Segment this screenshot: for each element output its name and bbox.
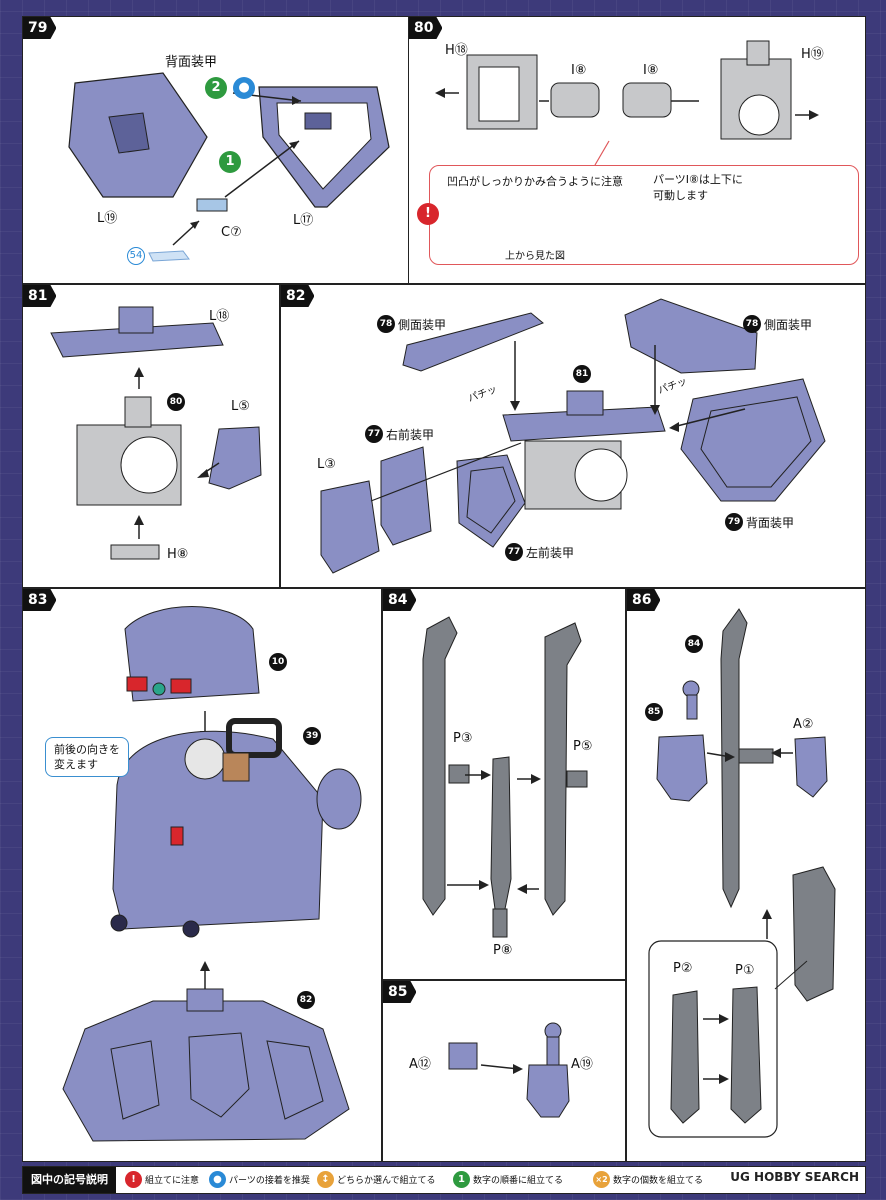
part-l5: L⑤: [231, 399, 250, 414]
part-l3: L③: [317, 457, 336, 472]
label-side-armor-b: 78 側面装甲: [743, 315, 812, 333]
part-a12: A⑫: [409, 1057, 431, 1072]
orientation-note-bubble: 前後の向きを 変えます: [45, 737, 129, 777]
part-54: 54: [127, 247, 145, 265]
label-back-armor: 79 背面装甲: [725, 513, 794, 531]
quantity-icon: ×2: [593, 1171, 610, 1188]
choice-icon: ↕: [317, 1171, 334, 1188]
step-number: 80: [409, 17, 443, 39]
step-85-panel: 85 A⑫ A⑲: [382, 980, 626, 1162]
step-number: 81: [23, 285, 57, 307]
order-mark-1: 1: [219, 151, 241, 173]
order-mark-2: 2: [205, 77, 227, 99]
ref-step-78: 78: [743, 315, 761, 333]
ref-step-82: 82: [297, 991, 315, 1009]
step-number: 79: [23, 17, 57, 39]
movable-text-2: 可動します: [653, 189, 708, 202]
step-83-illustration: [62, 606, 362, 1142]
ref-step-85: 85: [645, 703, 663, 721]
ref-step-10: 10: [269, 653, 287, 671]
bubble-line-1: 前後の向きを: [54, 743, 120, 756]
caution-callout: [429, 165, 859, 265]
label-side-armor-a: 78 側面装甲: [377, 315, 446, 333]
part-l17: L⑰: [293, 213, 314, 228]
step-86-illustration: [648, 608, 836, 1138]
part-l18: L⑱: [209, 309, 230, 324]
caution-icon: !: [125, 1171, 142, 1188]
watermark: UG HOBBY SEARCH: [730, 1170, 859, 1184]
ref-step-81: 81: [573, 365, 591, 383]
ref-step-39: 39: [303, 727, 321, 745]
step-84-panel: 84 P③ P⑤ P⑧: [382, 588, 626, 980]
label-back-armor: 背面装甲: [165, 55, 218, 70]
part-h19: H⑲: [801, 47, 824, 62]
ref-step-77: 77: [365, 425, 383, 443]
legend-item-quantity: ×2 数字の個数を組立てる: [593, 1171, 703, 1188]
step-79-illustration: [68, 72, 390, 262]
step-83-panel: 83 10 39 前後の向きを 変え: [22, 588, 382, 1162]
step-81-illustration: [50, 306, 262, 560]
step-number: 84: [383, 589, 417, 611]
step-79-panel: 79 背面装甲 2 ● 1 L⑲ L⑰ C⑦ 54: [22, 16, 410, 284]
part-h8: H⑧: [167, 547, 189, 562]
label-right-front-armor: 77 右前装甲: [365, 425, 434, 443]
caution-icon: !: [417, 203, 439, 225]
step-84-illustration: [422, 616, 588, 938]
part-p5: P⑤: [573, 739, 593, 754]
movable-text-1: パーツI⑧は上下に: [653, 173, 743, 186]
step-86-panel: 86 84 85 A② P② P①: [626, 588, 866, 1162]
legend-item-caution: ! 組立てに注意: [125, 1171, 199, 1188]
legend-item-choose: ↕ どちらか選んで組立てる: [317, 1171, 436, 1188]
label-left-front-armor: 77 左前装甲: [505, 543, 574, 561]
legend-item-order: 1 数字の順番に組立てる: [453, 1171, 563, 1188]
step-number: 82: [281, 285, 315, 307]
part-p3: P③: [453, 731, 473, 746]
part-p8: P⑧: [493, 943, 513, 958]
part-h18: H⑱: [445, 43, 468, 58]
step-82-illustration: [320, 298, 826, 574]
caution-text: 凹凸がしっかりかみ合うように注意: [447, 175, 623, 188]
step-number: 83: [23, 589, 57, 611]
part-p1: P①: [735, 963, 755, 978]
step-81-panel: 81 L⑱ 80 L⑤ H⑧: [22, 284, 280, 588]
step-number: 86: [627, 589, 661, 611]
part-a19: A⑲: [571, 1057, 593, 1072]
part-a2: A②: [793, 717, 814, 732]
ref-step-77: 77: [505, 543, 523, 561]
symbol-legend-bar: 図中の記号説明 ! 組立てに注意 ● パーツの接着を推奨 ↕ どちらか選んで組立…: [22, 1166, 866, 1194]
step-85-illustration: [448, 1022, 570, 1118]
legend-title: 図中の記号説明: [23, 1167, 116, 1193]
ref-step-78: 78: [377, 315, 395, 333]
top-view-caption: 上から見た図: [505, 251, 565, 262]
ref-step-79: 79: [725, 513, 743, 531]
ref-step-84: 84: [685, 635, 703, 653]
ref-step-80: 80: [167, 393, 185, 411]
part-i8-b: I⑧: [643, 63, 659, 78]
step-82-panel: 82 78 側面装甲 78 側面装甲: [280, 284, 866, 588]
order-icon: 1: [453, 1171, 470, 1188]
part-l19: L⑲: [97, 211, 118, 226]
glue-icon: ●: [209, 1171, 226, 1188]
part-p2: P②: [673, 961, 693, 976]
part-c7: C⑦: [221, 225, 242, 240]
part-i8-a: I⑧: [571, 63, 587, 78]
step-80-panel: 80: [408, 16, 866, 284]
legend-item-glue: ● パーツの接着を推奨: [209, 1171, 310, 1188]
step-number: 85: [383, 981, 417, 1003]
bubble-line-2: 変えます: [54, 758, 98, 771]
glue-icon: ●: [233, 77, 255, 99]
